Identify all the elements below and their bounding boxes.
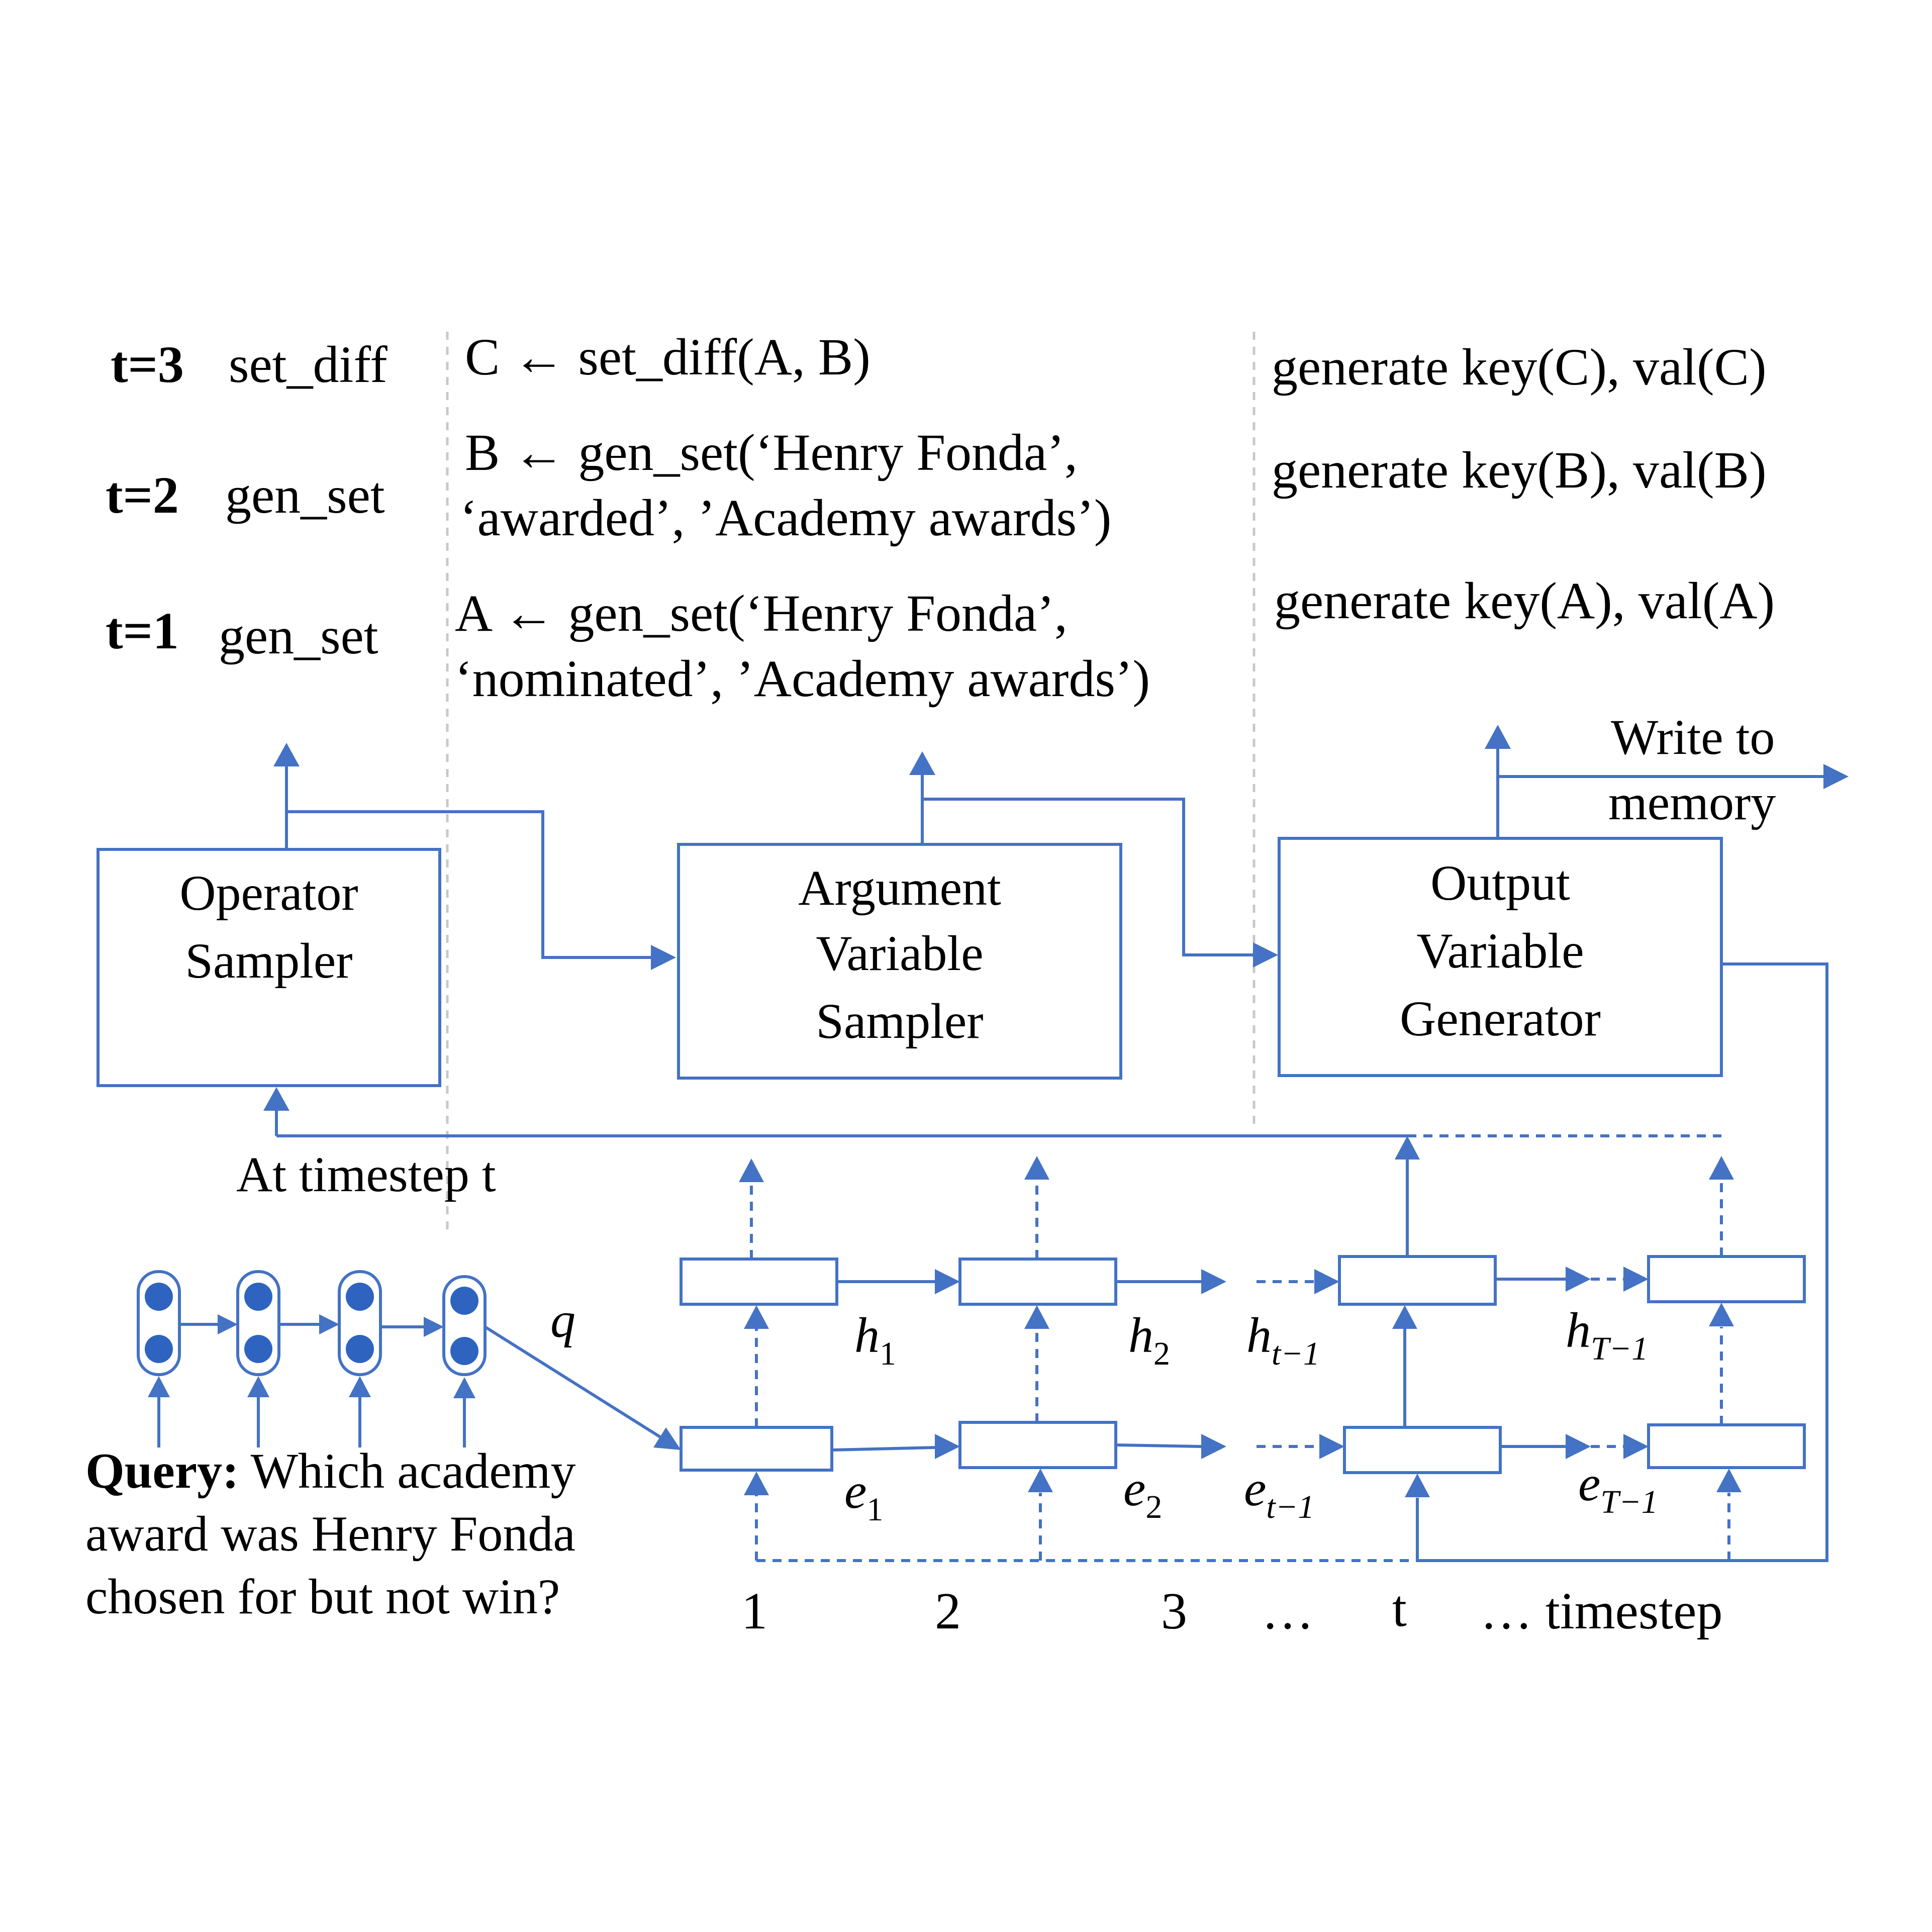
module-label-line: Argument [798,860,1001,916]
step-row-t3: t=3 set_diff C ← set_diff(A, B) generate… [111,328,1767,396]
module-label-line: Variable [816,925,983,981]
timestep-label: 2 [935,1582,961,1640]
step-program-line: B ← gen_set(‘Henry Fonda’, [465,424,1078,481]
h-cell [958,1258,1117,1306]
output-variable-generator-box: Output Variable Generator [1278,837,1723,1077]
h-labels: h1 h2 ht−1 hT−1 [854,1302,1648,1372]
timestep-axis: 1 2 3 … t … timestep [741,1580,1722,1640]
write-to-memory-label: Write to [1611,709,1775,765]
query-text: Query: Which academy award was Henry Fon… [85,1443,576,1624]
step-row-t2: t=2 gen_set B ← gen_set(‘Henry Fonda’, ‘… [106,424,1767,547]
h-cell [1338,1255,1497,1306]
step-t-label: t=2 [106,466,179,524]
module-label-line: Sampler [185,933,352,989]
timestep-label: t [1392,1580,1407,1637]
timestep-label: … timestep [1480,1582,1722,1640]
h-cell [680,1258,838,1306]
step-t-label: t=1 [106,602,179,660]
input-bus [744,1469,1742,1562]
output-generator-arrows [1485,725,1849,838]
e-cell [1343,1426,1502,1474]
step-output-label: generate key(A), val(A) [1274,572,1775,630]
module-label-line: Variable [1416,923,1584,979]
svg-text:Query: Which academy: Query: Which academy [85,1443,576,1499]
e-cell [680,1426,833,1472]
module-label-line: Generator [1400,991,1601,1046]
e-labels: e1 e2 et−1 eT−1 [844,1456,1658,1528]
step-op-label: gen_set [225,466,385,524]
e-label: et−1 [1244,1461,1314,1525]
h-label: h1 [854,1307,896,1372]
h-row [680,1136,1806,1306]
step-t-label: t=3 [111,336,184,394]
e-cell [958,1421,1117,1469]
e-row [680,1303,1806,1474]
h-label: ht−1 [1246,1307,1320,1372]
timestep-label: 1 [741,1582,767,1640]
step-op-label: set_diff [229,336,388,394]
step-op-label: gen_set [219,607,378,665]
q-label: q [550,1292,575,1348]
step-program-line: ‘nominated’, ’Academy awards’) [455,650,1150,708]
e-cell [1647,1423,1806,1469]
operator-output-arrows [273,743,676,970]
e-label: e2 [1123,1461,1162,1525]
h-label: h2 [1128,1307,1170,1372]
query-prefix: Query: [85,1443,239,1499]
e-label: eT−1 [1578,1456,1658,1520]
argument-output-arrows [909,751,1278,968]
h-label: hT−1 [1566,1302,1648,1367]
step-program-line: A ← gen_set(‘Henry Fonda’, [455,585,1068,642]
query-encoder [137,1270,681,1450]
argument-variable-sampler-box: Argument Variable Sampler [677,843,1122,1080]
step-output-label: generate key(B), val(B) [1272,441,1767,499]
module-label-line: Operator [179,865,358,921]
e-label: e1 [844,1463,883,1528]
step-program-line: C ← set_diff(A, B) [465,328,871,386]
query-line: Which academy [239,1443,575,1499]
query-line: chosen for but not win? [85,1569,560,1624]
module-label-line: Sampler [816,993,983,1049]
write-to-memory-label: memory [1608,775,1776,830]
step-row-t1: t=1 gen_set A ← gen_set(‘Henry Fonda’, ‘… [106,572,1775,708]
query-line: award was Henry Fonda [85,1506,575,1562]
timestep-label: … [1262,1582,1314,1640]
step-output-label: generate key(C), val(C) [1272,338,1767,396]
module-label-line: Output [1430,855,1570,911]
operator-sampler-box: Operator Sampler [96,848,441,1087]
feedback-loop-line [1417,962,1828,1562]
step-program-line: ‘awarded’, ’Academy awards’) [460,489,1111,547]
at-timestep-label: At timestep t [236,1146,496,1202]
h-cell [1647,1255,1806,1303]
timestep-bus [263,1087,1721,1137]
timestep-label: 3 [1161,1582,1187,1640]
